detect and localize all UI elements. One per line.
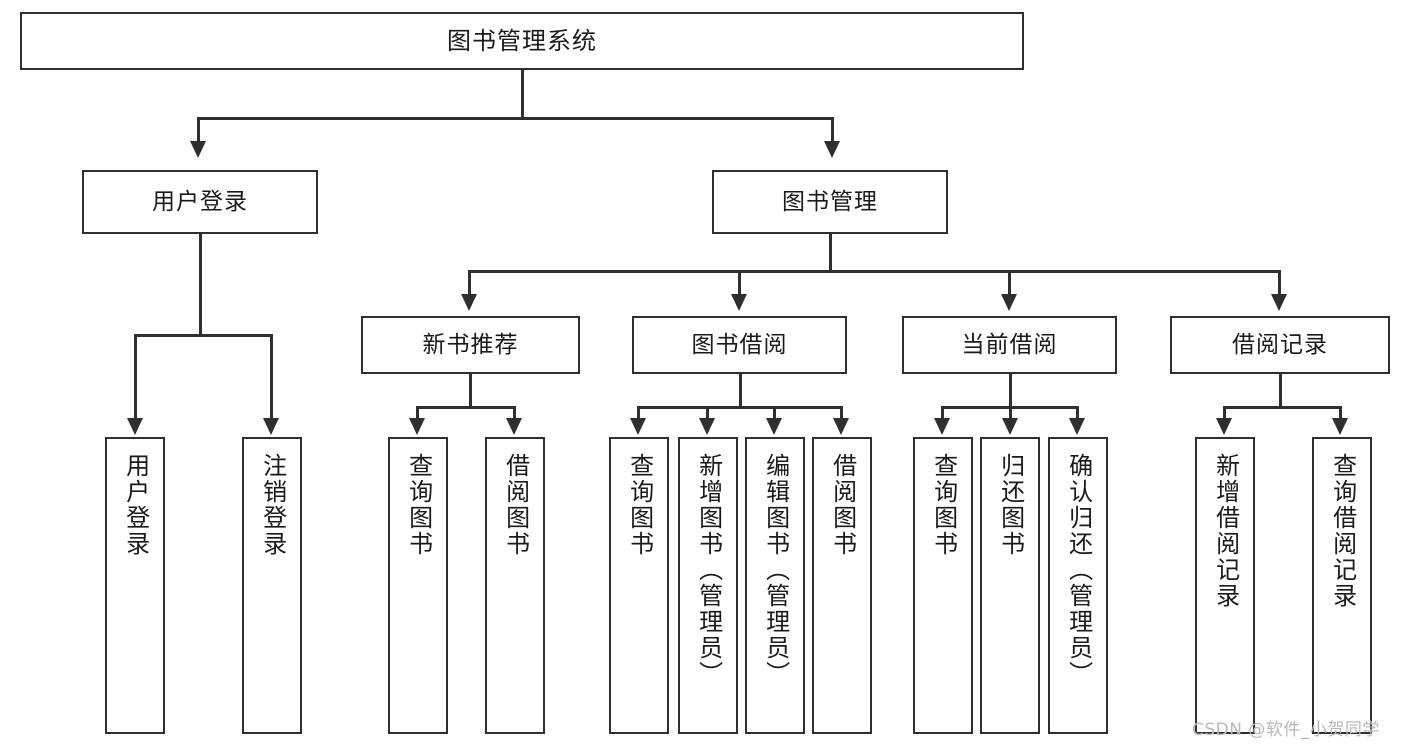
arrow-root-to-userlogin <box>190 141 206 158</box>
node-current-borrow[interactable]: 当前借阅 <box>902 316 1117 374</box>
connector-userlogin-to-login <box>134 334 137 420</box>
csdn-watermark: CSDN @软件_小贺同学 <box>1192 720 1380 740</box>
arrow-newbook-to-borrowbook <box>506 418 522 435</box>
leaf-user-login[interactable]: 用户登录 <box>105 437 165 734</box>
node-book-manage-label: 图书管理 <box>782 188 878 215</box>
node-book-borrow-label: 图书借阅 <box>691 331 788 358</box>
connector-userlogin-to-logout <box>270 334 273 420</box>
connector-bookmanage-to-borrow <box>738 270 741 297</box>
arrow-userlogin-to-login <box>127 418 143 435</box>
connector-userlogin-stem <box>199 234 202 334</box>
connector-bookborrow-bar <box>637 406 842 409</box>
arrow-root-to-bookmanage <box>824 141 840 158</box>
leaf-newbook-query-book-label: 查询图书 <box>404 453 433 557</box>
connector-newbook-to-query <box>416 406 419 420</box>
leaf-borrow-add-book-label: 新增图书（管理员） <box>694 453 723 687</box>
connector-bookmanage-to-record <box>1278 270 1281 297</box>
leaf-borrow-edit-book-label: 编辑图书（管理员） <box>761 453 790 687</box>
connector-root-bar <box>197 117 834 120</box>
connector-borrowrecord-bar <box>1223 406 1341 409</box>
leaf-borrow-query-book-label: 查询图书 <box>625 453 654 557</box>
connector-bookborrow-to-query <box>637 406 640 420</box>
leaf-current-return-book[interactable]: 归还图书 <box>980 437 1040 734</box>
leaf-logout-login[interactable]: 注销登录 <box>242 437 302 734</box>
connector-borrowrecord-to-add <box>1223 406 1226 420</box>
leaf-current-confirm-return-label: 确认归还（管理员） <box>1064 453 1093 687</box>
node-root-system-label: 图书管理系统 <box>447 27 597 55</box>
leaf-record-add-record[interactable]: 新增借阅记录 <box>1195 437 1255 734</box>
connector-borrowrecord-to-query <box>1339 406 1342 420</box>
arrow-borrowrecord-to-query <box>1332 418 1348 435</box>
leaf-borrow-query-book[interactable]: 查询图书 <box>609 437 669 734</box>
connector-newbook-to-borrowbook <box>513 406 516 420</box>
connector-bookborrow-to-borrow <box>840 406 843 420</box>
connector-bookmanage-to-current <box>1008 270 1011 297</box>
connector-root-to-bookmanage <box>831 117 834 144</box>
connector-root-to-userlogin <box>197 117 200 144</box>
node-current-borrow-label: 当前借阅 <box>961 331 1058 358</box>
node-borrow-record-label: 借阅记录 <box>1232 331 1328 358</box>
arrow-bookborrow-to-query <box>630 418 646 435</box>
connector-currentborrow-to-query <box>941 406 944 420</box>
node-new-book-recommend-label: 新书推荐 <box>422 331 519 358</box>
connector-bookborrow-to-edit <box>773 406 776 420</box>
arrow-bookborrow-to-borrow <box>833 418 849 435</box>
connector-borrowrecord-stem <box>1279 374 1282 406</box>
arrow-bookmanage-to-borrow <box>731 294 747 311</box>
connector-bookmanage-stem <box>829 234 832 270</box>
leaf-record-query-record[interactable]: 查询借阅记录 <box>1312 437 1372 734</box>
node-book-borrow[interactable]: 图书借阅 <box>632 316 847 374</box>
node-book-manage[interactable]: 图书管理 <box>712 170 948 234</box>
connector-bookmanage-to-newbook <box>468 270 471 297</box>
leaf-current-return-book-label: 归还图书 <box>996 453 1025 557</box>
leaf-borrow-add-book[interactable]: 新增图书（管理员） <box>678 437 738 734</box>
node-user-login-label: 用户登录 <box>152 188 248 215</box>
node-new-book-recommend[interactable]: 新书推荐 <box>361 316 580 374</box>
arrow-bookborrow-to-add <box>699 418 715 435</box>
arrow-currentborrow-to-query <box>934 418 950 435</box>
arrow-bookmanage-to-newbook <box>461 294 477 311</box>
leaf-newbook-borrow-book-label: 借阅图书 <box>501 453 530 557</box>
arrow-userlogin-to-logout <box>263 418 279 435</box>
arrow-currentborrow-to-return <box>1002 418 1018 435</box>
leaf-borrow-edit-book[interactable]: 编辑图书（管理员） <box>745 437 805 734</box>
leaf-borrow-borrow-book[interactable]: 借阅图书 <box>812 437 872 734</box>
arrow-newbook-to-query <box>409 418 425 435</box>
node-root-system[interactable]: 图书管理系统 <box>20 12 1024 70</box>
connector-currentborrow-stem <box>1009 374 1012 406</box>
leaf-record-query-record-label: 查询借阅记录 <box>1328 453 1357 609</box>
connector-userlogin-bar <box>134 334 272 337</box>
arrow-bookborrow-to-edit <box>766 418 782 435</box>
connector-bookborrow-stem <box>739 374 742 406</box>
leaf-user-login-label: 用户登录 <box>121 453 150 557</box>
leaf-newbook-query-book[interactable]: 查询图书 <box>388 437 448 734</box>
leaf-borrow-borrow-book-label: 借阅图书 <box>828 453 857 557</box>
arrow-borrowrecord-to-add <box>1216 418 1232 435</box>
connector-root-stem <box>521 70 524 117</box>
leaf-current-confirm-return[interactable]: 确认归还（管理员） <box>1048 437 1108 734</box>
arrow-currentborrow-to-confirm <box>1069 418 1085 435</box>
connector-bookmanage-bar <box>468 270 1280 273</box>
arrow-bookmanage-to-current <box>1001 294 1017 311</box>
leaf-record-add-record-label: 新增借阅记录 <box>1211 453 1240 609</box>
connector-bookborrow-to-add <box>706 406 709 420</box>
leaf-current-query-book[interactable]: 查询图书 <box>913 437 973 734</box>
connector-newbook-bar <box>416 406 515 409</box>
leaf-logout-login-label: 注销登录 <box>258 453 287 557</box>
connector-currentborrow-to-confirm <box>1076 406 1079 420</box>
node-borrow-record[interactable]: 借阅记录 <box>1170 316 1390 374</box>
leaf-newbook-borrow-book[interactable]: 借阅图书 <box>485 437 545 734</box>
arrow-bookmanage-to-record <box>1271 294 1287 311</box>
leaf-current-query-book-label: 查询图书 <box>929 453 958 557</box>
connector-currentborrow-to-return <box>1009 406 1012 420</box>
node-user-login[interactable]: 用户登录 <box>82 170 318 234</box>
connector-newbook-stem <box>469 374 472 406</box>
